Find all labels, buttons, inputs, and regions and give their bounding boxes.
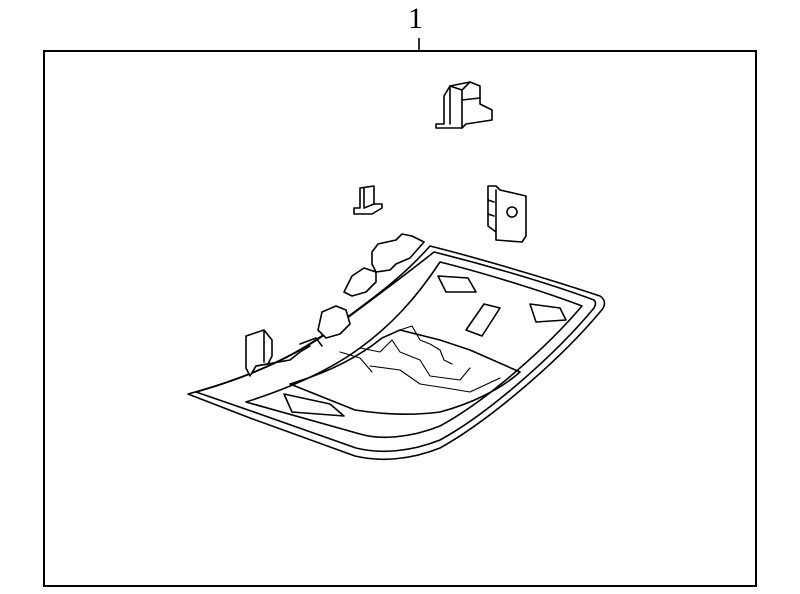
clip-icon	[435, 81, 493, 129]
callout-label: 1	[408, 2, 423, 35]
console-housing-icon	[187, 233, 606, 461]
bracket-icon	[487, 185, 527, 243]
diagram-frame	[43, 50, 757, 587]
clip-icon	[353, 185, 383, 215]
